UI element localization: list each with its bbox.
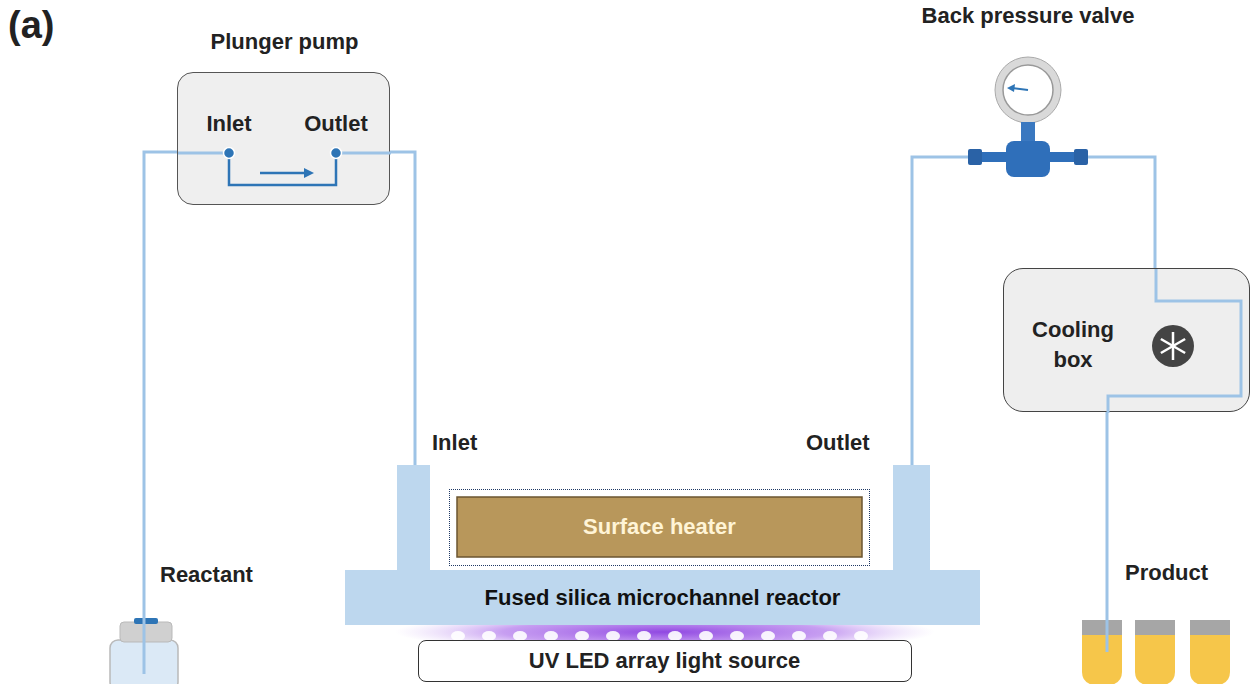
port-label: Inlet xyxy=(184,111,274,137)
back-pressure-valve-art xyxy=(968,55,1088,180)
panel-letter: (a) xyxy=(8,4,54,47)
reactant-label: Reactant xyxy=(160,562,270,588)
pump-box-art xyxy=(178,73,391,206)
reactor-label: Fused silica microchannel reactor xyxy=(345,570,980,625)
pump-box: Plunger pumpInletOutlet xyxy=(177,72,390,205)
product-tubes: Product xyxy=(1080,618,1232,684)
port-label: Inlet xyxy=(432,430,477,456)
product-label: Product xyxy=(1125,560,1245,586)
microchannel-reactor: Fused silica microchannel reactor xyxy=(345,465,980,625)
reactant-bottle-art xyxy=(108,610,180,684)
uv-light-source: UV LED array light source xyxy=(418,640,912,682)
tube-connector xyxy=(390,152,415,465)
cooling-box: Cooling box xyxy=(1003,268,1250,412)
heater-frame: Surface heater xyxy=(449,489,870,566)
uv-label: UV LED array light source xyxy=(419,641,910,680)
port-label: Outlet xyxy=(290,111,382,137)
product-tubes-art xyxy=(1080,618,1232,684)
reactant-bottle: Reactant xyxy=(108,610,180,684)
tube-connector xyxy=(144,152,177,610)
pump-title: Plunger pump xyxy=(178,29,391,55)
port-label: Outlet xyxy=(806,430,870,456)
valve-label: Back pressure valve xyxy=(888,3,1168,29)
back-pressure-valve: Back pressure valve xyxy=(968,55,1088,180)
tube-connector xyxy=(912,157,968,465)
heater-label: Surface heater xyxy=(457,497,862,557)
cooling-label: Cooling box xyxy=(1018,315,1128,375)
tube-connector xyxy=(1088,157,1155,268)
tube-connector xyxy=(1106,412,1109,618)
